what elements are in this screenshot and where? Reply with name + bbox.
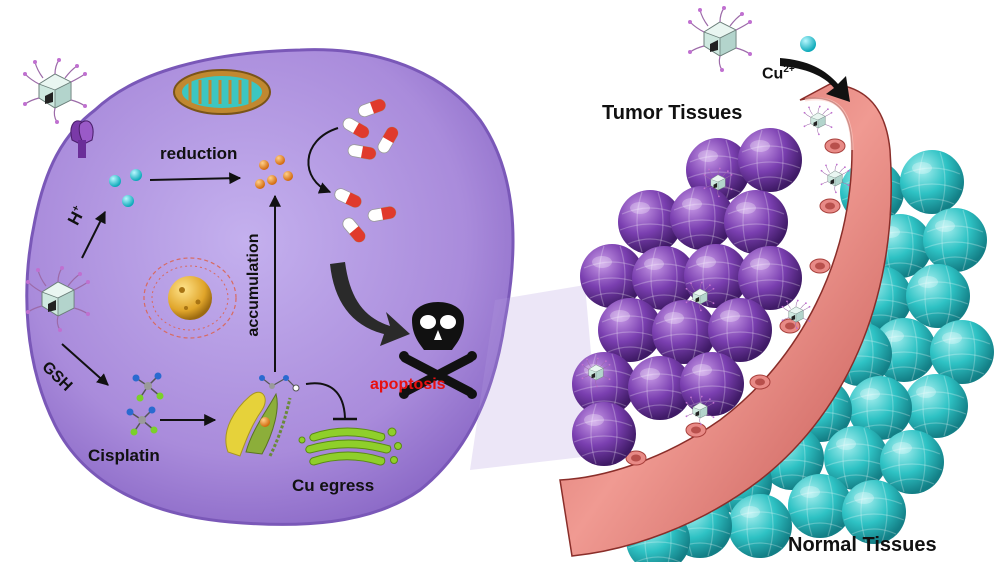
proton-arrow: [81, 210, 106, 259]
mitochondrion-icon: [173, 69, 271, 115]
apoptosis-label: apoptosis: [370, 376, 446, 393]
receptor-icon: [70, 120, 94, 158]
copper-ion-label: Cu2+: [762, 64, 795, 83]
zoom-connector: [470, 285, 600, 470]
accumulation-label: accumulation: [245, 233, 262, 337]
inhibition-line: [305, 382, 346, 419]
copper-ion-icon: [800, 36, 816, 52]
cu-egress-label: Cu egress: [292, 476, 375, 495]
apoptosis-arrow: [330, 262, 410, 346]
copper-chaperone-icon: [225, 375, 300, 457]
normal-tissues-label: Normal Tissues: [788, 534, 937, 556]
golgi-icon: [298, 427, 402, 466]
cisplatin-molecule-icon: [126, 372, 164, 436]
proton-ions: [109, 169, 142, 207]
reduction-arrow: [149, 172, 242, 185]
release-arrow: [780, 58, 850, 102]
copper-symbol: Cu: [762, 65, 784, 83]
blood-vessel-icon: [559, 83, 892, 557]
skull-crossbones-icon: [399, 302, 477, 399]
nanoparticle-icon: [22, 57, 88, 125]
gsh-arrow: [61, 343, 109, 386]
cell-body: [25, 48, 515, 526]
nucleus-icon: [143, 257, 237, 339]
capsule-curved-arrow: [307, 127, 339, 194]
copper-ion-cluster: [255, 155, 293, 189]
nanoparticle-icon: [687, 5, 753, 73]
copper-charge: 2+: [783, 64, 795, 75]
tumor-tissues-label: Tumor Tissues: [602, 102, 743, 124]
reduction-label: reduction: [160, 144, 238, 163]
cisplatin-label: Cisplatin: [88, 446, 160, 465]
